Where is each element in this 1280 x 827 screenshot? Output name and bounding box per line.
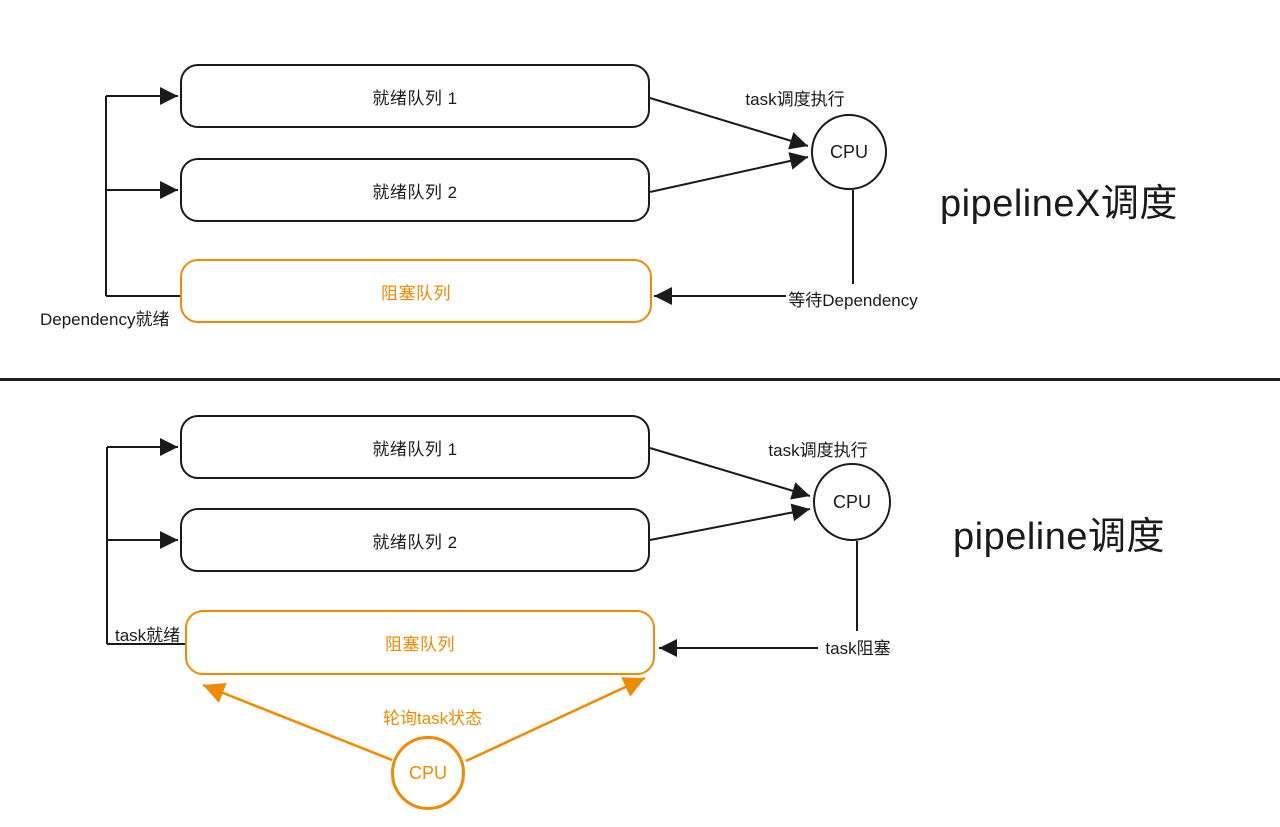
bottom-cpu-label: CPU bbox=[832, 491, 871, 512]
bottom-ready-queue-1-label: 就绪队列 1 bbox=[372, 439, 458, 459]
bottom-schedule-label: task调度执行 bbox=[768, 441, 868, 460]
top-wait-dependency-label: 等待Dependency bbox=[788, 291, 918, 310]
poll-arrow-right bbox=[465, 676, 646, 763]
bottom-queue2-to-cpu-arrow bbox=[649, 503, 811, 541]
top-ready-queue-2: 就绪队列 2 bbox=[180, 158, 650, 222]
bottom-blocked-queue-label: 阻塞队列 bbox=[385, 635, 455, 654]
top-ready-queue-2-label: 就绪队列 2 bbox=[372, 182, 458, 202]
top-cpu-node: CPU bbox=[811, 114, 887, 190]
section-divider bbox=[0, 378, 1280, 381]
top-queue2-to-cpu-arrow bbox=[649, 152, 809, 193]
top-schedule-label: task调度执行 bbox=[745, 90, 845, 109]
bottom-ready-queue-2: 就绪队列 2 bbox=[180, 508, 650, 572]
bottom-task-blocked-label: task阻塞 bbox=[825, 639, 891, 658]
top-ready-queue-1: 就绪队列 1 bbox=[180, 64, 650, 128]
top-queue1-to-cpu-arrow bbox=[649, 97, 809, 150]
bottom-cpu-node: CPU bbox=[813, 463, 891, 541]
top-diagram-title: pipelineX调度 bbox=[940, 183, 1178, 225]
top-cpu-label: CPU bbox=[829, 141, 868, 162]
poll-arrow-left bbox=[202, 682, 393, 762]
top-dependency-ready-label: Dependency就绪 bbox=[40, 310, 170, 329]
top-ready-queue-1-label: 就绪队列 1 bbox=[372, 88, 458, 108]
bottom-task-ready-label: task就绪 bbox=[115, 626, 181, 645]
bottom-diagram-title: pipeline调度 bbox=[953, 516, 1165, 558]
bottom-queue1-to-cpu-arrow bbox=[649, 447, 811, 500]
bottom-blocked-queue: 阻塞队列 bbox=[185, 610, 655, 675]
poll-cpu-node: CPU bbox=[391, 736, 465, 810]
top-blocked-queue-label: 阻塞队列 bbox=[381, 283, 451, 303]
top-blocked-queue: 阻塞队列 bbox=[180, 259, 652, 323]
poll-cpu-label: CPU bbox=[408, 762, 447, 783]
bottom-ready-queue-1: 就绪队列 1 bbox=[180, 415, 650, 479]
poll-task-status-label: 轮询task状态 bbox=[383, 709, 483, 728]
bottom-ready-queue-2-label: 就绪队列 2 bbox=[372, 532, 458, 552]
